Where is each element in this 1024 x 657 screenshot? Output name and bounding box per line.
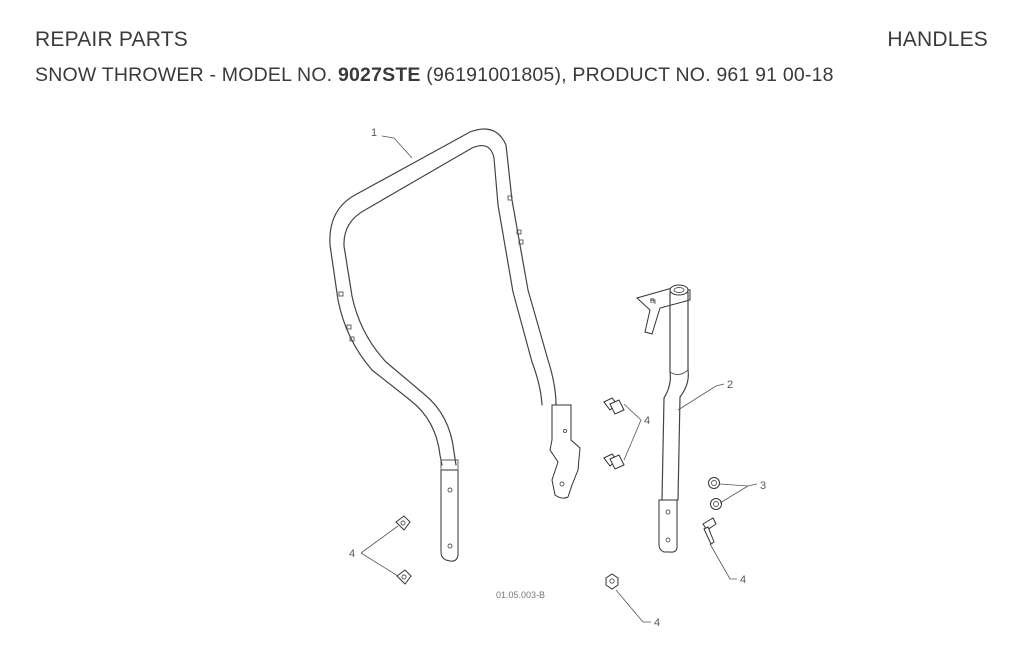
svg-text:B: B xyxy=(650,298,655,305)
upper-handle-part-1 xyxy=(329,128,581,562)
fasteners-part-3 xyxy=(702,477,722,545)
callout-3: 3 xyxy=(760,480,766,492)
callout-4-bottom: 4 xyxy=(654,617,660,629)
drawing-reference: 01.05.003-B xyxy=(496,590,545,600)
callout-4-left: 4 xyxy=(349,548,355,560)
subtitle-prefix: SNOW THROWER - MODEL NO. xyxy=(35,64,333,86)
callout-4-upper: 4 xyxy=(644,415,650,427)
model-number: 9027STE xyxy=(337,64,421,86)
lower-handle-part-2: B xyxy=(636,284,691,553)
callout-2: 2 xyxy=(727,379,733,391)
bolts-part-4 xyxy=(395,397,625,590)
callout-4-right: 4 xyxy=(740,574,746,586)
page-title: REPAIR PARTS xyxy=(35,28,188,51)
subtitle-suffix: (96191001805), PRODUCT NO. 961 91 00-18 xyxy=(426,64,834,86)
callout-1: 1 xyxy=(371,127,377,139)
leader-lines xyxy=(360,135,758,623)
model-subtitle: SNOW THROWER - MODEL NO. 9027STE (961910… xyxy=(35,64,834,87)
section-title: HANDLES xyxy=(887,28,988,51)
